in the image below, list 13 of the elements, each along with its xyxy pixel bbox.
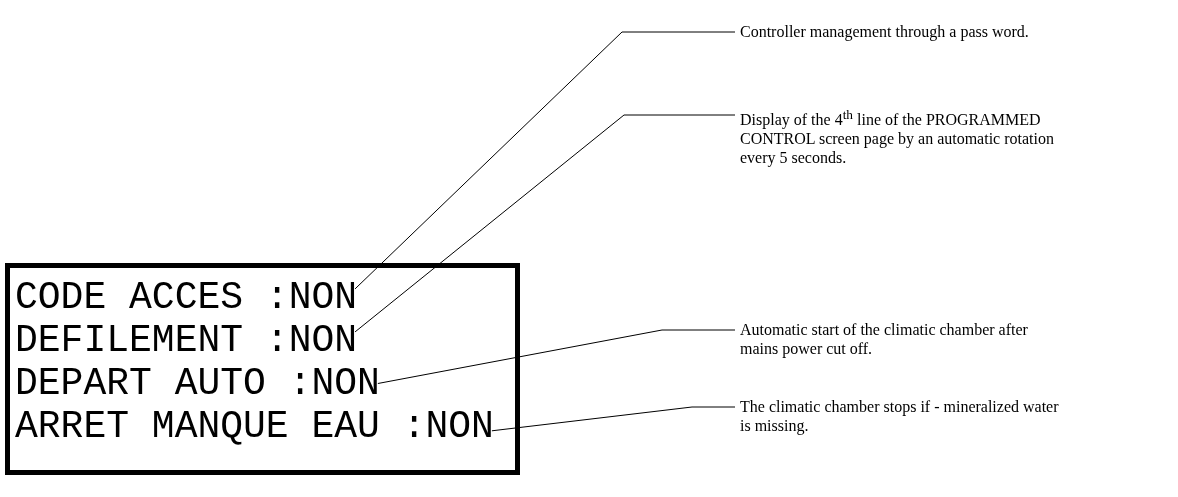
- leader-line: [491, 406, 736, 432]
- display-line: DEPART AUTO :NON: [15, 362, 380, 405]
- leader-line: [377, 329, 736, 384]
- display-screen: [5, 263, 520, 475]
- callout-text: The climatic chamber stops if - mineralized water is missing.: [740, 397, 1070, 435]
- leader-line: [354, 31, 736, 290]
- display-line: CODE ACCES :NON: [15, 276, 358, 319]
- callout-text: Controller management through a pass word.: [740, 22, 1070, 41]
- display-line: DEFILEMENT :NON: [15, 319, 358, 362]
- callout-text: Display of the 4$^{th}$ line of the PROGRAMMED CONTROL screen page by an automatic rotation every 5 seconds.: [740, 105, 1070, 168]
- leader-line: [354, 114, 736, 333]
- callout-text: Automatic start of the climatic chamber after mains power cut off.: [740, 320, 1070, 358]
- display-line: ARRET MANQUE EAU :NON: [15, 405, 494, 448]
